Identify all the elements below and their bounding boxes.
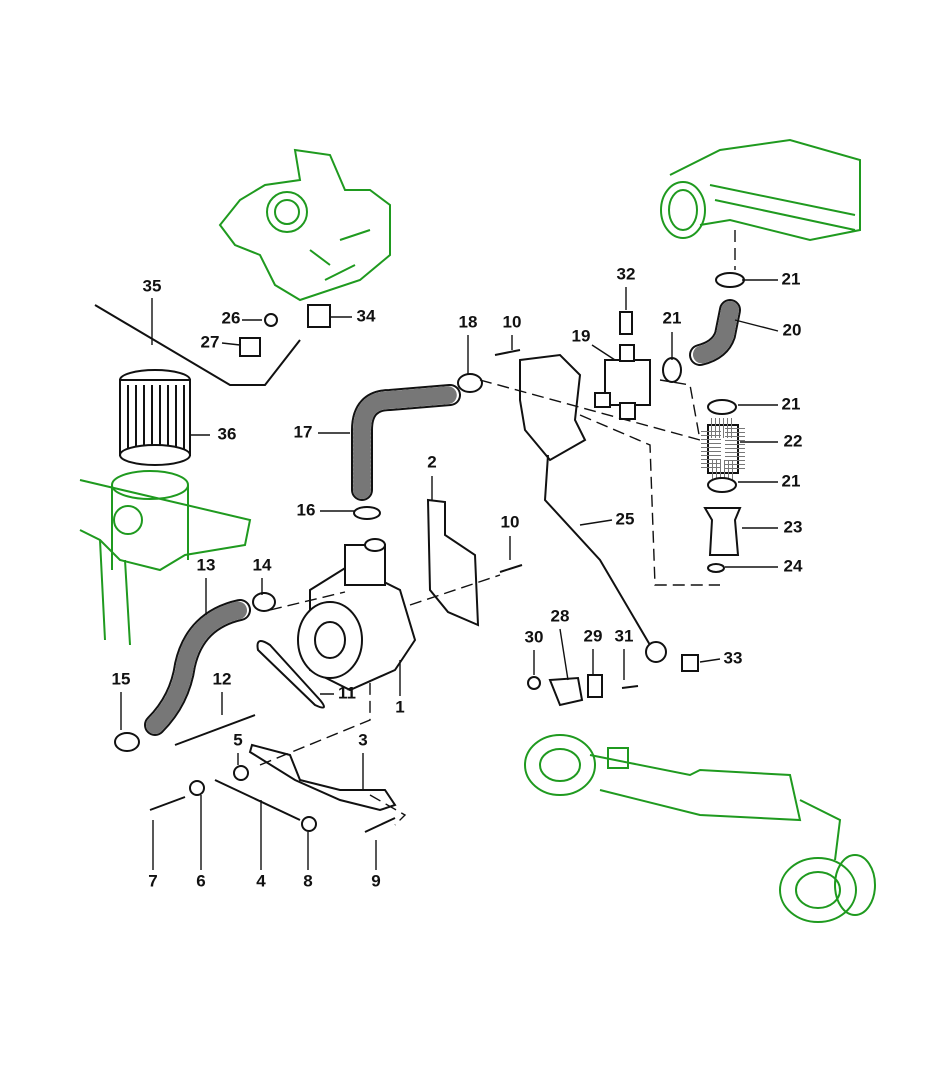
part-35-pipe — [94, 304, 301, 386]
callout-32: 32 — [617, 264, 636, 283]
callout-labels: 35 26 34 27 36 32 21 18 10 19 21 20 21 1… — [112, 264, 803, 890]
callout-12: 12 — [213, 669, 232, 688]
leader-lines — [120, 279, 779, 870]
callout-25: 25 — [616, 509, 635, 528]
callout-5: 5 — [233, 730, 242, 749]
callout-31: 31 — [615, 626, 634, 645]
callout-33: 33 — [724, 648, 743, 667]
callout-30: 30 — [525, 627, 544, 646]
callout-3: 3 — [358, 730, 367, 749]
exhaust-manifold — [524, 734, 876, 923]
callout-7: 7 — [148, 871, 157, 890]
part-17-hose — [351, 384, 461, 501]
callout-11: 11 — [338, 683, 356, 702]
callout-4: 4 — [256, 871, 266, 890]
part-23-24-valve — [703, 507, 742, 573]
part-36-filter — [119, 369, 191, 466]
engine-block-top — [218, 148, 391, 302]
callout-27: 27 — [201, 332, 220, 351]
part-1-air-pump — [297, 538, 417, 692]
air-intake-housing — [660, 138, 861, 242]
callout-15: 15 — [112, 669, 131, 688]
engine-block-side — [79, 470, 252, 646]
callout-24: 24 — [784, 556, 803, 575]
callout-6: 6 — [196, 871, 205, 890]
callout-16: 16 — [297, 500, 316, 519]
callout-28: 28 — [551, 606, 570, 625]
callout-35: 35 — [143, 276, 162, 295]
callout-10: 10 — [501, 512, 520, 531]
dashed-assembly-lines — [259, 230, 736, 826]
callout-2: 2 — [427, 452, 436, 471]
callout-21: 21 — [782, 269, 801, 288]
callout-29: 29 — [584, 626, 603, 645]
callout-21: 21 — [782, 394, 801, 413]
callout-14: 14 — [253, 555, 272, 574]
part-20-hose — [689, 299, 741, 366]
part-bracket-upper — [519, 353, 667, 663]
hose-clamps — [114, 272, 745, 752]
callout-9: 9 — [371, 871, 380, 890]
callout-18: 18 — [459, 312, 478, 331]
callout-1: 1 — [395, 697, 404, 716]
part-11-belt — [256, 640, 325, 709]
callout-19: 19 — [572, 326, 591, 345]
callout-26: 26 — [222, 308, 241, 327]
callout-8: 8 — [303, 871, 312, 890]
part-19-valve — [594, 311, 651, 420]
callout-21: 21 — [663, 308, 682, 327]
callout-10: 10 — [503, 312, 522, 331]
part-22-hose — [701, 418, 745, 480]
part-3-bracket — [248, 743, 397, 812]
callout-21: 21 — [782, 471, 801, 490]
callout-22: 22 — [784, 431, 803, 450]
part-26-27-34-fittings — [239, 304, 331, 357]
part-13-hose — [144, 599, 251, 736]
part-2-plate — [426, 498, 480, 627]
callout-17: 17 — [294, 422, 313, 441]
callout-36: 36 — [218, 424, 237, 443]
callout-34: 34 — [357, 306, 376, 325]
bolts-and-nuts — [149, 349, 699, 833]
callout-13: 13 — [197, 555, 216, 574]
callout-20: 20 — [783, 320, 802, 339]
callout-23: 23 — [784, 517, 803, 536]
